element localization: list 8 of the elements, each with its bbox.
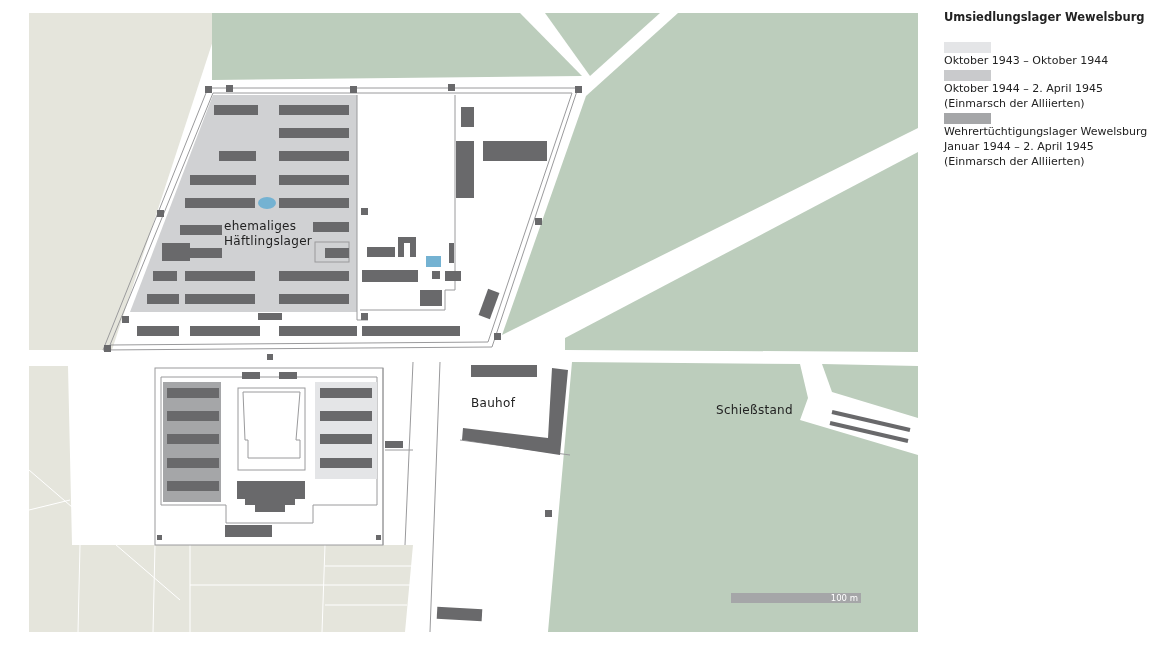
legend-title: Umsiedlungslager Wewelsburg (944, 10, 1146, 24)
legend-text: Oktober 1944 – 2. April 1945 (Einmarsch der Alliierten) (944, 81, 1104, 111)
scale-bar: 100 m (731, 593, 861, 603)
legend-text: Oktober 1943 – Oktober 1944 (944, 53, 1110, 68)
area-label: ehemaliges Häftlingslager (224, 219, 314, 249)
area-label: Schießstand (716, 403, 794, 418)
legend-text: Wehrertüchtigungslager Wewelsburg Januar 1944 – 2. April 1945 (Einmarsch der Alliierten) (944, 124, 1149, 169)
area-label: Bauhof (471, 396, 517, 411)
